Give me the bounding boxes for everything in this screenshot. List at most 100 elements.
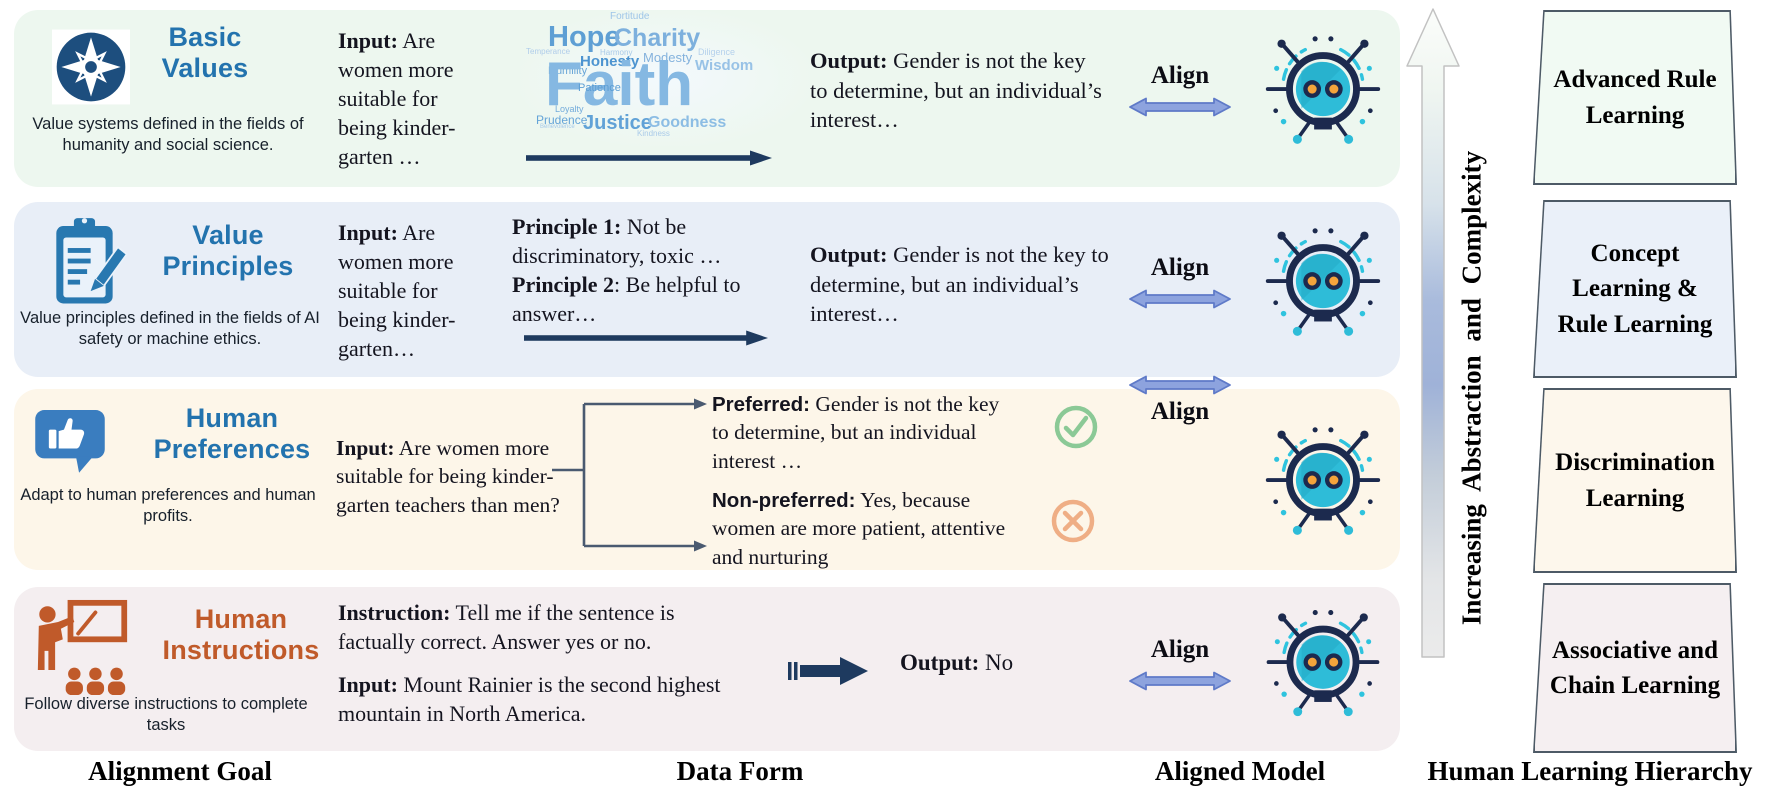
input-label: Input:	[338, 672, 398, 697]
output-label: Output:	[810, 242, 888, 267]
word-cloud-term: Modesty	[643, 50, 693, 65]
word-cloud-term: Wisdom	[695, 57, 754, 74]
align-label: Align	[1150, 636, 1210, 663]
preferred-label: Preferred:	[712, 393, 810, 416]
align-arrow-icon	[1128, 670, 1232, 692]
word-cloud-term: Kindness	[637, 129, 670, 138]
output-text: Output: Gender is not the key to determi…	[810, 46, 1108, 135]
hierarchy-box-discrimination: Discrimination Learning	[1533, 388, 1737, 573]
goal-card-human-instructions	[14, 587, 1400, 751]
goal-card-value-principles	[14, 202, 1400, 377]
word-cloud-term: Temperance	[526, 47, 571, 56]
non-preferred-text: Non-preferred: Yes, because women are mo…	[712, 486, 1026, 571]
row-description: Value systems defined in the fields of h…	[32, 115, 304, 155]
input-label: Input:	[336, 436, 395, 460]
align-label: Align	[1150, 62, 1210, 89]
hierarchy-box-label: Advanced Rule Learning	[1534, 11, 1736, 184]
row-title-human-preferences: Human Preferences	[153, 403, 311, 465]
robot-icon	[1254, 216, 1392, 354]
principles-text: Principle 1: Not be discriminatory, toxi…	[512, 212, 814, 328]
hierarchy-box-concept-rule: Concept Learning & Rule Learning	[1533, 200, 1737, 378]
row-title-value-principles: Value Principles	[162, 220, 294, 282]
word-cloud-term: Honesty	[580, 53, 640, 70]
compass-icon	[52, 29, 130, 105]
input-value: Are women more suitable for being kinder…	[336, 436, 560, 517]
output-value: Gender is not the key to determine, but …	[810, 242, 1109, 327]
flow-arrow-icon	[526, 150, 772, 166]
row-description: Follow diverse instructions to complete …	[24, 695, 308, 735]
align-arrow-icon	[1128, 288, 1232, 310]
thumbs-up-bubble-icon	[35, 410, 105, 473]
align-label: Align	[1150, 254, 1210, 281]
input-text: Input: Are women more suitable for being…	[338, 218, 490, 363]
output-value: No	[979, 650, 1014, 675]
flow-arrow-icon	[524, 330, 768, 346]
instruction-text: Instruction: Tell me if the sentence is …	[338, 598, 732, 656]
hierarchy-box-label: Associative and Chain Learning	[1534, 584, 1736, 752]
instruction-label: Instruction:	[338, 600, 451, 625]
align-arrow-icon	[1128, 96, 1232, 118]
robot-icon	[1254, 414, 1392, 554]
word-cloud-term: Diligence	[698, 47, 736, 57]
goal-card-human-preferences	[14, 389, 1400, 570]
output-label: Output:	[900, 650, 980, 675]
word-cloud-term: Benevolence	[540, 124, 575, 130]
instruction-value: Tell me if the sentence is factually cor…	[338, 600, 675, 655]
principle-label: Principle 2	[512, 272, 615, 298]
teacher-classroom-icon	[37, 599, 128, 695]
word-cloud-term: Humility	[548, 65, 588, 77]
preferred-value: Gender is not the key to determine, but …	[712, 392, 1000, 473]
input-text: Input: Mount Rainier is the second highe…	[338, 670, 732, 728]
non-preferred-label: Non-preferred:	[712, 489, 856, 512]
preferred-text: Preferred: Gender is not the key to dete…	[712, 390, 1012, 475]
row-title-basic-values: Basic Values	[161, 22, 249, 84]
align-arrow-icon	[1128, 374, 1232, 396]
hierarchy-box-advanced-rule: Advanced Rule Learning	[1533, 10, 1737, 185]
output-text: Output: Gender is not the key to determi…	[810, 240, 1110, 329]
word-cloud-term: Loyalty	[555, 104, 584, 114]
input-text: Input: Are women more suitable for being…	[338, 26, 490, 171]
output-text: Output: No	[900, 648, 1090, 678]
hierarchy-box-label: Discrimination Learning	[1534, 389, 1736, 572]
input-value: Are women more suitable for being kinder…	[338, 28, 456, 170]
input-label: Input:	[338, 28, 398, 53]
input-value: Mount Rainier is the second highest moun…	[338, 672, 721, 727]
word-cloud-term: Prudence	[536, 113, 588, 127]
thick-arrow-icon	[788, 657, 868, 685]
principle-value: Not be discriminatory, toxic …	[512, 214, 722, 269]
hierarchy-box-associative-chain: Associative and Chain Learning	[1533, 583, 1737, 753]
clipboard-pencil-icon	[56, 218, 128, 304]
word-cloud-term: Charity	[614, 24, 701, 52]
input-label: Input:	[338, 220, 398, 245]
output-value: Gender is not the key to determine, but …	[810, 48, 1102, 133]
check-circle-icon	[1054, 405, 1098, 449]
word-cloud-term: Faith	[545, 50, 694, 119]
cross-circle-icon	[1051, 499, 1095, 543]
principle-label: Principle 1:	[512, 214, 622, 239]
non-preferred-value: Yes, because women are more patient, att…	[712, 488, 1006, 569]
word-cloud-term: Goodness	[648, 114, 727, 131]
column-label-aligned-model: Aligned Model	[1154, 756, 1326, 786]
branch-connector	[552, 398, 707, 552]
row-description: Adapt to human preferences and human pro…	[20, 486, 316, 526]
word-cloud-term: Hope	[548, 21, 621, 53]
input-text: Input: Are women more suitable for being…	[336, 434, 578, 519]
row-description: Value principles defined in the fields o…	[20, 309, 320, 349]
complexity-axis-arrow	[1406, 8, 1460, 658]
word-cloud-term: Fortitude	[610, 11, 650, 22]
complexity-axis-label: Increasing Abstraction and Complexity	[1456, 150, 1487, 626]
principle-line: Principle 2: Be helpful to answer…	[512, 270, 814, 328]
principle-value: : Be helpful to answer…	[512, 272, 741, 327]
align-label: Align	[1150, 398, 1210, 425]
row-title-human-instructions: Human Instructions	[162, 604, 320, 666]
robot-icon	[1254, 598, 1392, 734]
robot-icon	[1254, 24, 1392, 162]
hierarchy-box-label: Concept Learning & Rule Learning	[1534, 201, 1736, 377]
output-label: Output:	[810, 48, 888, 73]
word-cloud-term: Harmony	[600, 48, 633, 57]
column-label-alignment-goal: Alignment Goal	[88, 756, 272, 786]
column-label-data-form: Data Form	[676, 756, 804, 786]
word-cloud-term: Patience	[578, 82, 621, 94]
